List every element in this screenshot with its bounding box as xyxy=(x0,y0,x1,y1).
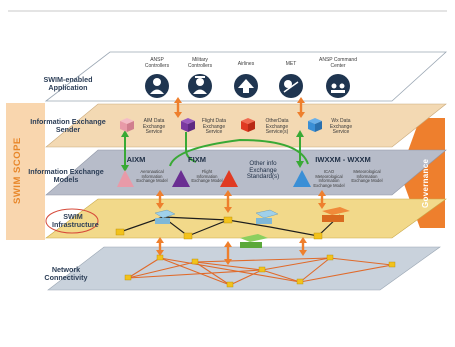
scope-band xyxy=(6,103,45,240)
network-mesh xyxy=(127,257,393,286)
layer-label-models: Information Exchange Models xyxy=(28,167,104,184)
model-desc-iwxxm: ICAO Meteorological Information Exchange… xyxy=(313,169,345,188)
app-label-ansp-command-center: ANSP Command Center xyxy=(319,57,357,69)
model-title-iwxxm: IWXXM - WXXM xyxy=(315,155,371,164)
wx-service-cube xyxy=(308,118,322,132)
app-label-airlines: Airlines xyxy=(237,61,255,67)
models-layer xyxy=(45,149,447,196)
weather-icon xyxy=(279,74,303,98)
aim-service-cube xyxy=(120,118,134,132)
service-cubes xyxy=(120,118,322,132)
governance-label: Governance xyxy=(421,158,430,208)
app-label-military-controllers: Military Controllers xyxy=(187,57,213,69)
app-label-met: MET xyxy=(285,61,297,67)
model-desc-aixm: Aeronautical Information Exchange Model xyxy=(136,169,168,184)
aixm-pyramid xyxy=(117,170,134,187)
green-connectors xyxy=(124,132,309,168)
model-title-other: Other info Exchange Standard(s) xyxy=(246,160,280,180)
network-nodes xyxy=(124,254,396,288)
model-title-aixm: AIXM xyxy=(126,155,146,164)
application-icons xyxy=(145,74,350,98)
infrastructure-highlight xyxy=(45,208,99,234)
model-title-fixm: FIXM xyxy=(188,155,206,164)
app-label-ansp-controllers: ANSP Controllers xyxy=(144,57,170,69)
controller-icon xyxy=(145,74,169,98)
other-model-pyramid xyxy=(220,170,238,187)
military-icon xyxy=(188,74,212,98)
service-label-other: OtherData Exchange Service(s) xyxy=(265,118,289,135)
green-arrowheads xyxy=(121,130,304,172)
layer-arrows xyxy=(156,97,326,265)
airline-icon xyxy=(234,74,258,98)
layer-label-application: SWIM-enabled Application xyxy=(43,75,93,92)
other-service-cube xyxy=(241,118,255,132)
model-pyramids xyxy=(117,170,311,187)
fixm-pyramid xyxy=(172,170,190,187)
service-label-wx: Wx Data Exchange Service xyxy=(329,118,353,135)
layer-label-sender: Information Exchange Sender xyxy=(30,117,106,134)
model-desc-wxxm: Meteorological Information Exchange Mode… xyxy=(351,169,383,184)
command-center-icon xyxy=(326,74,350,98)
iwxxm-pyramid xyxy=(293,170,311,187)
infrastructure-nodes xyxy=(115,207,350,248)
service-label-flight: Flight Data Exchange Service xyxy=(201,118,227,135)
layer-label-network: Network Connectivity xyxy=(44,265,88,282)
infrastructure-layer xyxy=(45,198,447,239)
layer-label-infrastructure: SWIM Infrastructure xyxy=(52,212,99,229)
service-label-aim: AIM Data Exchange Service xyxy=(142,118,166,135)
flight-service-cube xyxy=(181,118,195,132)
network-layer xyxy=(47,246,441,291)
model-desc-fixm: Flight Information Exchange Model xyxy=(191,169,223,184)
swim-scope-label: SWIM SCOPE xyxy=(12,137,23,204)
